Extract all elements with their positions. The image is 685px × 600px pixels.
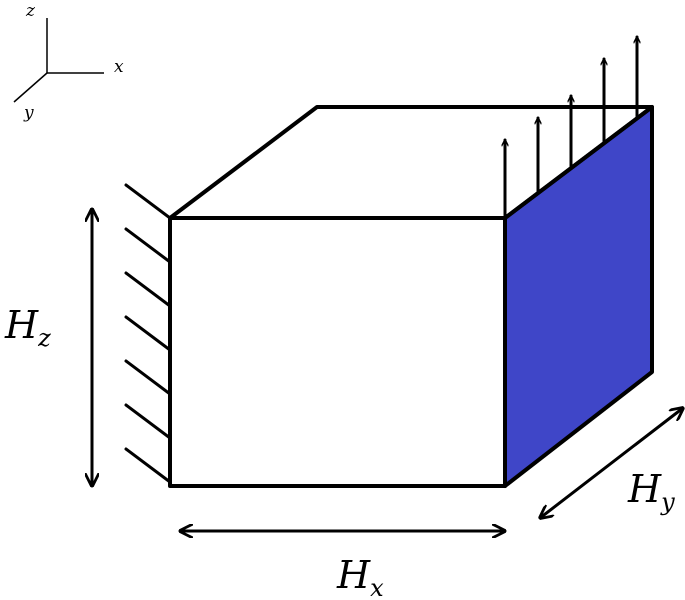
box-front-face — [168, 216, 507, 488]
dimension-arrows — [92, 207, 683, 531]
x-axis-label: x — [114, 57, 124, 77]
load-arrows — [505, 35, 637, 220]
dimension-labels: Hz Hx Hy — [4, 303, 675, 600]
y-axis-label: y — [23, 103, 34, 123]
hy-double-arrow-icon — [540, 408, 683, 518]
fixed-wall-hatch-icon — [124, 183, 172, 484]
z-axis-label: z — [25, 1, 36, 21]
y-axis-line — [13, 72, 48, 103]
hz-label: Hz — [4, 303, 51, 352]
coordinate-axes: z x y — [13, 1, 124, 123]
hy-label: Hy — [627, 467, 675, 516]
box — [168, 105, 654, 488]
hx-label: Hx — [336, 553, 384, 600]
